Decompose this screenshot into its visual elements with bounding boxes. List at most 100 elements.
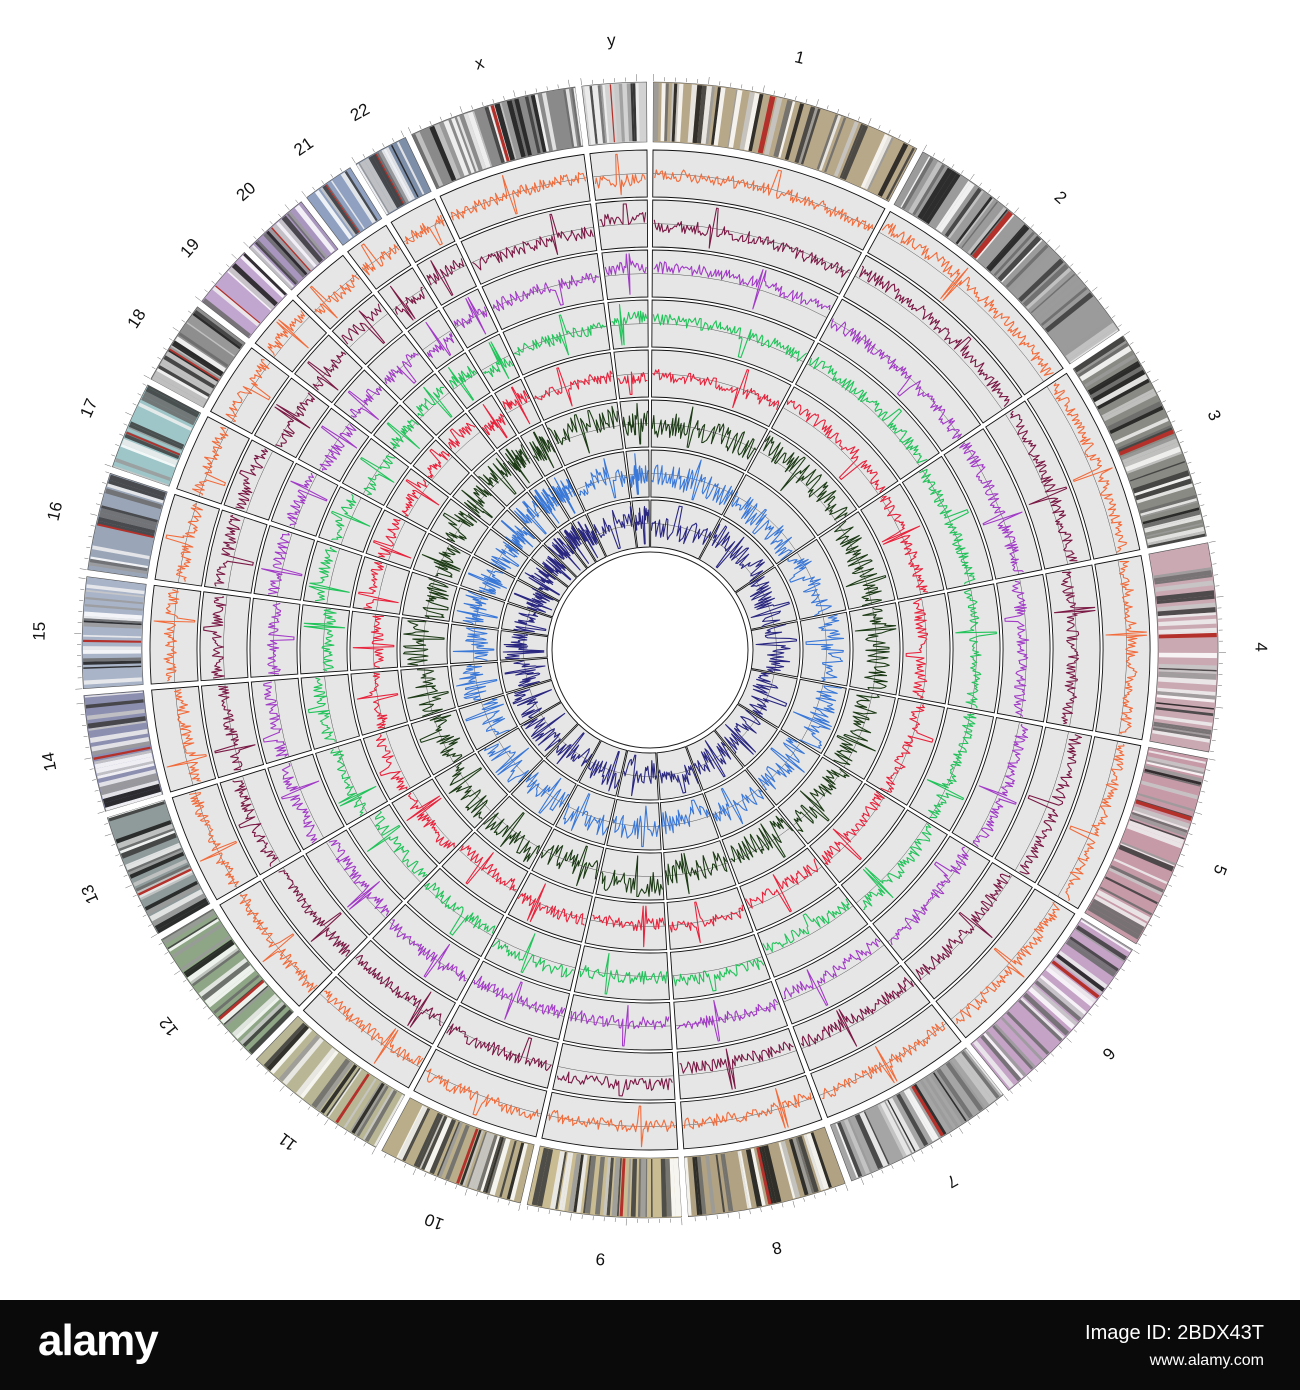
chromosome-7-track-1 xyxy=(810,1004,962,1119)
chromosome-12-track-4 xyxy=(348,803,439,900)
chromosome-12-ideogram xyxy=(158,908,294,1061)
chromosome-8-label: 8 xyxy=(770,1237,783,1258)
chromosome-11-track-3 xyxy=(372,903,481,1001)
chromosome-13-track-3 xyxy=(267,753,345,851)
chromosome-19-track-4 xyxy=(373,404,435,465)
chromosome-12-track-8 xyxy=(520,701,579,758)
chromosome-21-track-6 xyxy=(498,437,544,489)
chromosome-20-track-7 xyxy=(508,491,557,543)
chromosome-2-label: 2 xyxy=(1051,187,1071,207)
chromosome-16-track-4 xyxy=(302,540,363,608)
chromosome-9-label: 9 xyxy=(595,1249,606,1269)
chromosome-20-label: 20 xyxy=(233,178,260,205)
chromosome-21-track-1 xyxy=(347,224,412,290)
chromosome-14-label: 14 xyxy=(38,751,60,773)
chromosome-14-ideogram xyxy=(76,690,164,814)
chromosome-17-track-5 xyxy=(365,509,427,569)
alamy-logo: alamy xyxy=(38,1316,159,1365)
chromosome-x-track-2 xyxy=(460,203,598,285)
chromosome-y-track-6 xyxy=(619,399,650,449)
chromosome-8-track-8 xyxy=(656,746,703,801)
chromosome-4-track-5 xyxy=(897,592,951,705)
chromosome-13-track-4 xyxy=(315,738,389,826)
chromosome-7-track-5 xyxy=(739,847,838,932)
chromosome-2-track-8 xyxy=(698,517,775,593)
chromosome-7-track-3 xyxy=(774,925,900,1025)
chromosome-19-ideogram xyxy=(195,252,288,339)
chromosome-16-track-3 xyxy=(253,525,316,601)
chromosome-y-track-1 xyxy=(589,149,648,201)
chromosome-10-track-5 xyxy=(507,872,593,943)
chromosome-21-track-5 xyxy=(467,394,518,450)
center-hole xyxy=(551,551,749,749)
chromosome-19-track-5 xyxy=(412,439,470,496)
chromosome-y-ideogram xyxy=(580,74,648,147)
chromosome-22-track-4 xyxy=(468,333,521,392)
chromosome-22-track-6 xyxy=(519,423,564,477)
chromosome-19-track-3 xyxy=(333,369,399,434)
chromosome-18-track-6 xyxy=(429,498,489,554)
chromosome-14-track-2 xyxy=(200,681,265,779)
chromosome-7-ideogram xyxy=(829,1047,1009,1185)
chromosome-19-track-2 xyxy=(294,334,363,404)
chromosome-7-track-6 xyxy=(721,808,807,885)
chromosome-4-track-1 xyxy=(1094,555,1151,741)
chromosome-4-track-4 xyxy=(947,583,1001,714)
chromosome-5-track-4 xyxy=(908,707,995,832)
chromosome-14-track-6 xyxy=(400,665,456,722)
chromosome-15-label: 15 xyxy=(29,621,49,640)
chromosome-10-track-1 xyxy=(413,1048,548,1138)
chromosome-20-track-1 xyxy=(296,254,373,330)
chromosome-16-label: 16 xyxy=(44,500,67,523)
chromosome-18-ideogram xyxy=(143,306,246,408)
chromosome-1-track-5 xyxy=(651,349,792,428)
chromosome-1-track-6 xyxy=(650,399,769,472)
chromosome-6-track-4 xyxy=(840,809,948,923)
chromosome-6-label: 6 xyxy=(1098,1044,1119,1064)
chromosome-13-track-7 xyxy=(458,694,519,751)
footer-url: www.alamy.com xyxy=(1149,1352,1264,1369)
chromosome-x-ideogram xyxy=(407,79,584,190)
chromosome-15-track-8 xyxy=(499,630,549,661)
chromosome-2-track-7 xyxy=(722,473,816,565)
chromosome-18-track-8 xyxy=(517,558,569,602)
chromosome-4-track-8 xyxy=(750,621,801,678)
chromosome-11-track-1 xyxy=(302,975,432,1089)
chromosome-y-track-7 xyxy=(625,449,650,499)
chromosome-14-track-7 xyxy=(450,661,504,708)
chromosome-5-track-2 xyxy=(994,726,1093,884)
chromosome-5-track-7 xyxy=(780,678,847,755)
chromosome-7-track-2 xyxy=(792,964,931,1072)
chromosome-21-track-7 xyxy=(528,479,570,529)
chromosome-2-track-4 xyxy=(794,342,940,480)
chromosome-20-track-5 xyxy=(437,412,496,472)
chromosome-22-ideogram xyxy=(351,130,432,216)
chromosome-9-track-4 xyxy=(573,945,670,1001)
chromosome-6-track-3 xyxy=(872,835,991,961)
chromosome-16-ideogram xyxy=(79,471,168,579)
chromosome-22-track-2 xyxy=(416,243,478,306)
chromosome-17-track-8 xyxy=(507,579,560,618)
chromosome-18-track-5 xyxy=(385,468,450,530)
chromosome-x-track-5 xyxy=(523,352,618,421)
chromosome-3-ideogram xyxy=(1072,331,1210,549)
chromosome-15-track-6 xyxy=(399,617,450,668)
chromosome-17-track-4 xyxy=(318,486,383,553)
chromosome-y-track-2 xyxy=(595,199,649,251)
chromosome-2-track-3 xyxy=(818,298,982,452)
chromosome-1-label: 1 xyxy=(793,47,807,68)
chromosome-15-track-3 xyxy=(249,597,301,678)
chromosome-4-ideogram xyxy=(1148,540,1226,753)
chromosome-x-track-8 xyxy=(586,500,637,558)
chromosome-13-ideogram xyxy=(104,799,211,938)
chromosome-15-track-4 xyxy=(299,604,351,675)
chromosome-6-track-1 xyxy=(935,888,1076,1039)
chromosome-8-track-6 xyxy=(663,840,737,900)
chromosome-18-track-4 xyxy=(341,437,410,507)
chromosome-16-track-5 xyxy=(352,556,411,615)
ideogram-ring xyxy=(74,74,1226,1226)
chromosome-14-track-8 xyxy=(499,657,552,694)
chromosome-9-track-3 xyxy=(562,994,673,1051)
chromosome-11-track-7 xyxy=(510,759,577,826)
chromosome-18-track-2 xyxy=(253,377,330,459)
